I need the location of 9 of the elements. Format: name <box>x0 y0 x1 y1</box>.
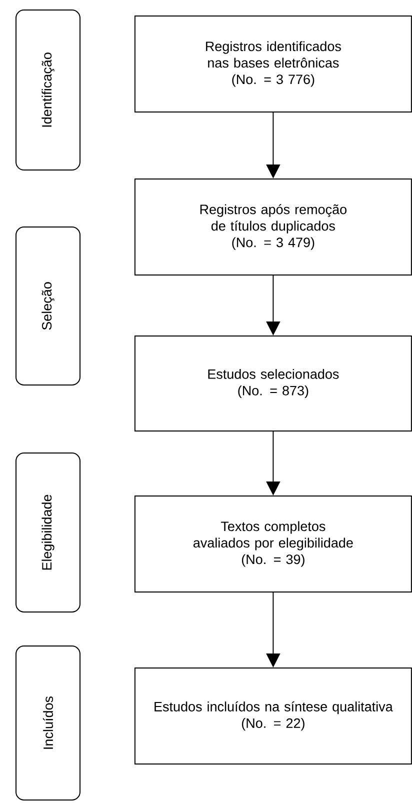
stage-label: Seleção <box>16 226 80 386</box>
process-box: Estudos incluídos na síntese qualitativa (No. = 22) <box>134 668 412 764</box>
process-box: Registros identificados nas bases eletrônicas (No. = 3 776) <box>134 16 412 112</box>
process-box: Registros após remoção de títulos duplicados (No. = 3 479) <box>134 178 412 276</box>
stage-label: Elegibilidade <box>16 452 80 612</box>
stage-label: Incluídos <box>16 646 80 800</box>
process-box: Textos completos avaliados por elegibilidade (No. = 39) <box>134 496 412 592</box>
process-box: Estudos selecionados (No. = 873) <box>134 336 412 432</box>
stage-label: Identificação <box>16 10 80 170</box>
